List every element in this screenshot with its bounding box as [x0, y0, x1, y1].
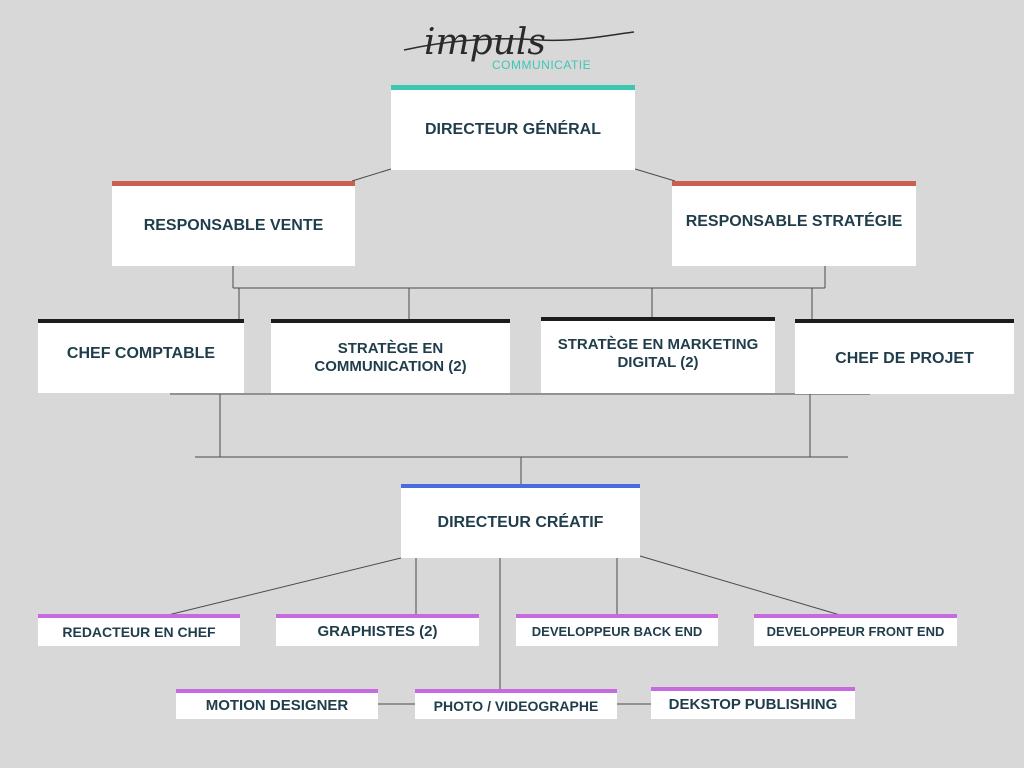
- node-developpeur-back-end[interactable]: DEVELOPPEUR BACK END: [516, 614, 718, 646]
- node-desktop-publishing[interactable]: DEKSTOP PUBLISHING: [651, 687, 855, 719]
- logo-subtitle: COMMUNICATIE: [492, 58, 592, 72]
- node-motion-designer[interactable]: MOTION DESIGNER: [176, 689, 378, 719]
- node-stratege-marketing-digital[interactable]: STRATÈGE EN MARKETING DIGITAL (2): [541, 317, 775, 393]
- impuls-wordmark-icon: impuls: [403, 22, 635, 63]
- node-label-line-2: COMMUNICATION (2): [314, 358, 467, 375]
- node-label: GRAPHISTES (2): [317, 623, 438, 640]
- node-photo-videographe[interactable]: PHOTO / VIDEOGRAPHE: [415, 689, 617, 719]
- node-label: DEVELOPPEUR FRONT END: [766, 624, 945, 640]
- node-label-line-1: STRATÈGE EN: [337, 340, 444, 357]
- node-stratege-communication[interactable]: STRATÈGE EN COMMUNICATION (2): [271, 319, 510, 393]
- node-directeur-creatif[interactable]: DIRECTEUR CRÉATIF: [401, 484, 640, 558]
- node-label: MOTION DESIGNER: [205, 697, 349, 714]
- node-label-line-1: STRATÈGE EN MARKETING: [557, 336, 759, 353]
- node-graphistes[interactable]: GRAPHISTES (2): [276, 614, 479, 646]
- company-logo: impuls COMMUNICATIE: [400, 20, 640, 76]
- node-label: REDACTEUR EN CHEF: [62, 623, 216, 640]
- node-label: DIRECTEUR CRÉATIF: [437, 514, 604, 532]
- node-responsable-strategie[interactable]: RESPONSABLE STRATÉGIE: [672, 181, 916, 266]
- node-redacteur-en-chef[interactable]: REDACTEUR EN CHEF: [38, 614, 240, 646]
- node-chef-de-projet[interactable]: CHEF DE PROJET: [795, 319, 1014, 394]
- node-label: CHEF COMPTABLE: [66, 345, 216, 363]
- node-developpeur-front-end[interactable]: DEVELOPPEUR FRONT END: [754, 614, 957, 646]
- node-label: DEVELOPPEUR BACK END: [531, 624, 703, 640]
- node-chef-comptable[interactable]: CHEF COMPTABLE: [38, 319, 244, 393]
- node-label: PHOTO / VIDEOGRAPHE: [433, 697, 599, 714]
- node-directeur-general[interactable]: DIRECTEUR GÉNÉRAL: [391, 85, 635, 170]
- node-label: DIRECTEUR GÉNÉRAL: [424, 121, 601, 139]
- node-label-line-2: DIGITAL (2): [617, 354, 699, 371]
- node-label: RESPONSABLE VENTE: [143, 217, 324, 235]
- node-label: RESPONSABLE STRATÉGIE: [685, 213, 903, 231]
- svg-text:impuls: impuls: [424, 22, 546, 63]
- node-label: DEKSTOP PUBLISHING: [668, 696, 838, 713]
- node-responsable-vente[interactable]: RESPONSABLE VENTE: [112, 181, 355, 266]
- node-label: CHEF DE PROJET: [835, 349, 974, 367]
